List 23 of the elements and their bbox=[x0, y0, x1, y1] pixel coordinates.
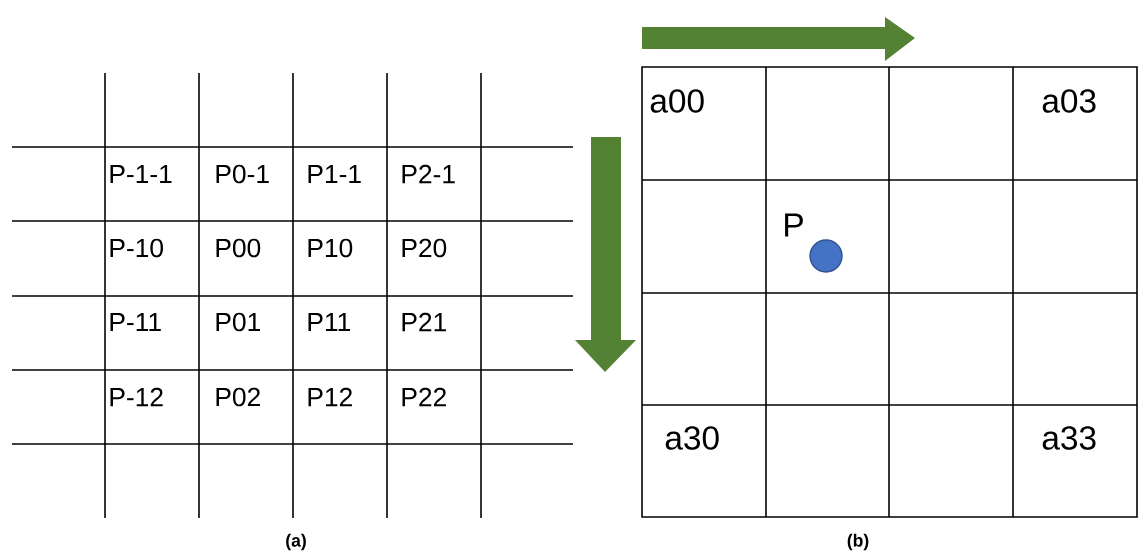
grid-label: P11 bbox=[308, 312, 350, 332]
grid-label: P02 bbox=[216, 387, 260, 407]
grid-label: P1-1 bbox=[308, 164, 361, 184]
point-label: P bbox=[785, 213, 803, 237]
grid-label: P-1-1 bbox=[110, 164, 172, 184]
grid-label: P2-1 bbox=[402, 164, 455, 184]
grid-label: P22 bbox=[402, 387, 446, 407]
grid-label: P01 bbox=[216, 312, 260, 332]
cell-label: a33 bbox=[1042, 426, 1096, 450]
grid-label: P0-1 bbox=[216, 164, 269, 184]
panel-caption: (b) bbox=[847, 533, 869, 551]
panel-caption: (a) bbox=[286, 533, 306, 551]
grid-label: P10 bbox=[308, 238, 353, 258]
grid-label: P20 bbox=[402, 238, 447, 258]
grid-label: P-12 bbox=[110, 387, 163, 407]
grid-label: P21 bbox=[402, 312, 446, 332]
grid-label: P12 bbox=[308, 387, 352, 407]
grid-label: P-11 bbox=[110, 312, 161, 332]
grid-label: P00 bbox=[216, 238, 261, 258]
cell-label: a03 bbox=[1042, 89, 1096, 113]
cell-label: a30 bbox=[665, 426, 719, 450]
grid-label: P-10 bbox=[110, 238, 163, 258]
cell-label: a00 bbox=[650, 89, 704, 113]
